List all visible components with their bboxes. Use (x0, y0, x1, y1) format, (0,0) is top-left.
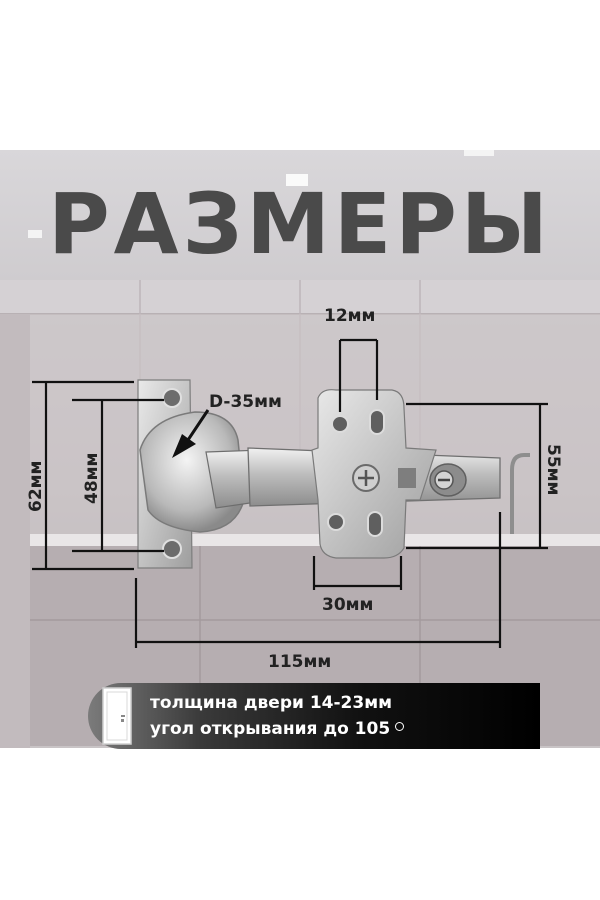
opening-angle-row: угол открывания до 105 (150, 719, 405, 739)
hinge (137, 379, 501, 569)
plate-width-label: 30мм (322, 595, 373, 615)
kitchen-background (0, 150, 600, 748)
info-bar: толщина двери 14-23мм угол открывания до… (88, 683, 540, 749)
cup-diameter-arrow (172, 409, 210, 458)
ceiling-light (286, 174, 308, 186)
slot-hole (367, 511, 383, 537)
total-length-label: 115мм (268, 652, 331, 672)
cup-diameter-label: D-35мм (209, 392, 282, 412)
screw-hole (162, 539, 182, 559)
opening-angle-text: угол открывания до 105 (150, 719, 391, 739)
height-total-label: 62мм (26, 461, 46, 512)
dimension-lines (32, 338, 548, 648)
door-thickness-text: толщина двери 14-23мм (150, 693, 393, 713)
screw-hole (331, 415, 349, 433)
height-inner-label: 48мм (82, 453, 102, 504)
ceiling-light (464, 150, 494, 156)
door-icon (102, 687, 132, 745)
degree-icon (395, 722, 405, 731)
ceiling-light (28, 230, 42, 238)
hole-spacing-label: 12мм (324, 306, 375, 326)
page-title: РАЗМЕРЫ (48, 175, 552, 273)
arm-slot (398, 468, 416, 488)
tall-cabinet (0, 314, 30, 748)
slot-hole (369, 409, 385, 435)
plate-height-label: 55мм (543, 444, 563, 495)
screw-hole (327, 513, 345, 531)
screw-hole (162, 388, 182, 408)
faucet (510, 453, 530, 534)
